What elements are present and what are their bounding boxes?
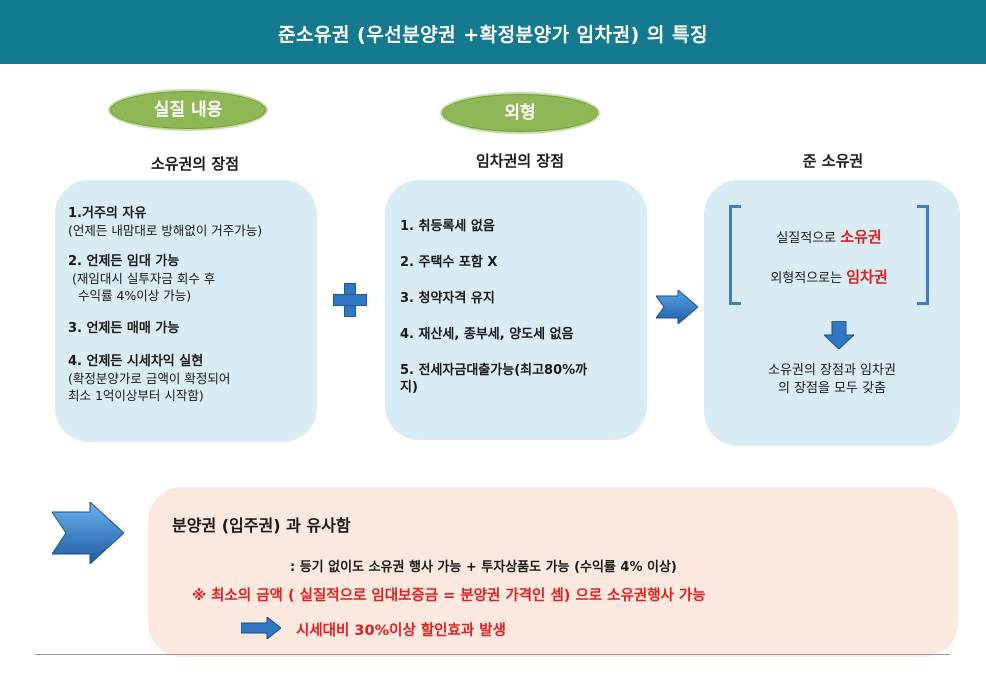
oval-real-content: 실질 내용 [108,89,268,131]
ownership-item-4-title: 4. 언제든 시세차익 실현 [68,354,204,369]
quasi-result-line-1: 소유권의 장점과 임차권 [768,363,896,378]
quasi-result-line-2: 의 장점을 모두 갖춤 [777,381,887,396]
quasi-line-1-prefix: 실질적으로 [776,231,841,246]
title-bar: 준소유권 (우선분양권 +확정분양가 임차권) 의 특징 [0,0,986,64]
lease-item-5-line-1: 5. 전세자금대출가능(최고80%까 [400,363,588,378]
small-arrow-right-icon [241,617,281,639]
divider [35,654,950,655]
arrow-right-icon [656,290,698,324]
left-bracket [729,205,741,305]
bottom-box [148,487,958,657]
ownership-item-2-desc-1: (재임대시 실투자금 회수 후 [72,271,216,286]
quasi-line-2-lease: 임차권 [846,268,888,286]
panel-lease [385,180,647,440]
bottom-line-3: 시세대비 30%이상 할인효과 발생 [296,623,506,639]
quasi-line-1: 실질적으로 소유권 [741,229,917,247]
ownership-list: 1.거주의 자유 (언제든 내맘대로 방해없이 거주가능) 2. 언제든 임대 … [68,205,316,404]
arrow-down-icon [824,321,854,349]
lease-item-4: 4. 재산세, 종부세, 양도세 없음 [400,327,574,342]
ownership-item-1-title: 1.거주의 자유 [68,206,147,221]
oval-appearance: 외형 [440,92,600,134]
bottom-line-2: ※ 최소의 금액 ( 실질적으로 임대보증금 = 분양권 가격인 셈) 으로 소… [192,588,706,604]
lease-item-2: 2. 주택수 포함 X [400,255,498,270]
ownership-item-2-desc-2: 수익률 4%이상 가능) [78,288,192,303]
bottom-heading: 분양권 (입주권) 과 유사함 [172,516,351,535]
header-lease-advantages: 임차권의 장점 [475,152,565,170]
lease-item-3: 3. 청약자격 유지 [400,291,495,306]
page-title: 준소유권 (우선분양권 +확정분양가 임차권) 의 특징 [278,24,708,46]
quasi-line-2: 외형적으로는 임차권 [741,269,917,287]
ownership-item-1-desc: (언제든 내맘대로 방해없이 거주가능) [68,223,263,238]
ownership-item-2-title: 2. 언제든 임대 가능 [68,254,180,269]
ownership-item-3-title: 3. 언제든 매매 가능 [68,321,180,336]
header-ownership-advantages: 소유권의 장점 [150,155,240,173]
quasi-line-2-prefix: 외형적으로는 [770,271,847,286]
panel-quasi-ownership [704,180,960,446]
plus-icon [333,283,367,317]
bottom-line-1: : 등기 없이도 소유권 행사 가능 + 투자상품도 가능 (수익률 4% 이상… [290,560,677,575]
big-arrow-right-icon [52,502,124,564]
lease-list: 1. 취등록세 없음 2. 주택수 포함 X 3. 청약자격 유지 4. 재산세… [400,218,640,396]
ownership-item-4-desc-2: 최소 1억이상부터 시작함) [68,388,204,403]
panel-ownership [55,180,317,442]
ownership-item-4-desc-1: (확정분양가로 금액이 확정되어 [68,371,231,386]
quasi-result: 소유권의 장점과 임차권 의 장점을 모두 갖춤 [722,362,942,398]
lease-item-1: 1. 취등록세 없음 [400,219,495,234]
right-bracket [917,205,929,305]
quasi-line-1-ownership: 소유권 [840,228,882,246]
header-quasi-ownership: 준 소유권 [802,152,864,170]
lease-item-5-line-2: 지) [400,380,418,395]
